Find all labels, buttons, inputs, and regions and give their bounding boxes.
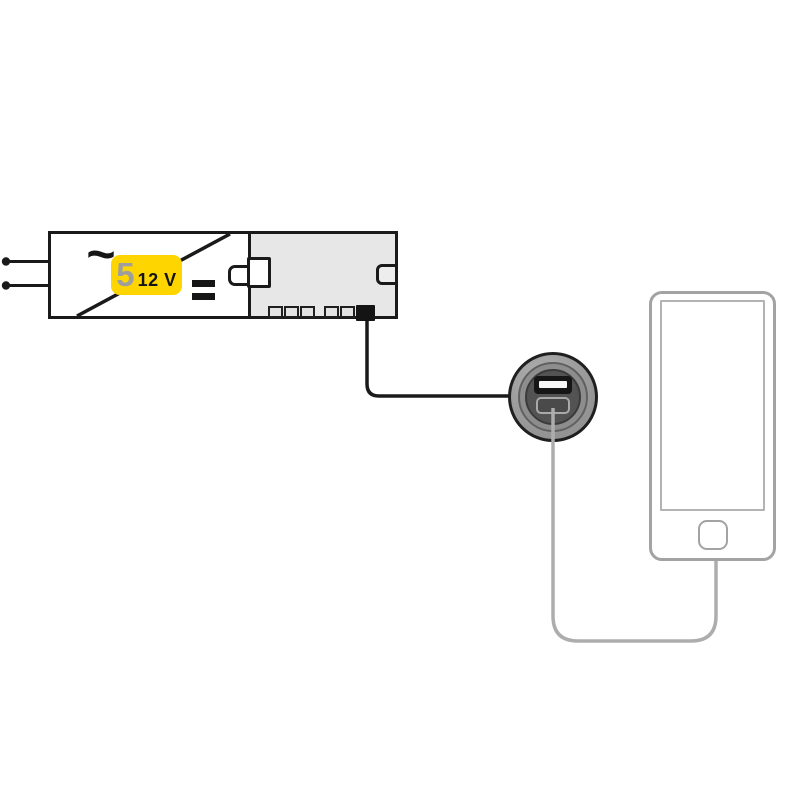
bottom-terminal	[300, 306, 315, 318]
cable-output-connector	[356, 305, 375, 321]
bottom-terminal	[340, 306, 355, 318]
mains-wire-bottom	[1, 281, 52, 290]
usb-a-contact	[539, 381, 567, 388]
badge-primary-value: 5	[116, 256, 135, 293]
smartphone	[649, 291, 776, 561]
usb-a-port	[534, 376, 572, 394]
converter-side-port	[376, 264, 398, 285]
badge-voltage-value: 12 V	[137, 270, 177, 290]
dc-symbol	[192, 280, 215, 301]
home-button	[698, 520, 728, 550]
bottom-terminal	[284, 306, 299, 318]
dc-symbol-bar	[192, 280, 215, 287]
voltage-badge: 5 12 V	[111, 255, 182, 295]
converter-input-socket	[247, 257, 271, 288]
dc-output-cable	[365, 314, 516, 398]
mains-wire-top	[1, 257, 52, 266]
phone-screen	[660, 300, 765, 511]
power-supply-unit: ~ 5 12 V	[48, 226, 251, 319]
usb-charging-socket	[508, 352, 598, 442]
dc-symbol-bar	[192, 293, 215, 300]
phone-charging-cable	[551, 408, 718, 643]
ac-symbol: ~	[86, 226, 116, 282]
bottom-terminal	[268, 306, 283, 318]
bottom-terminal	[324, 306, 339, 318]
